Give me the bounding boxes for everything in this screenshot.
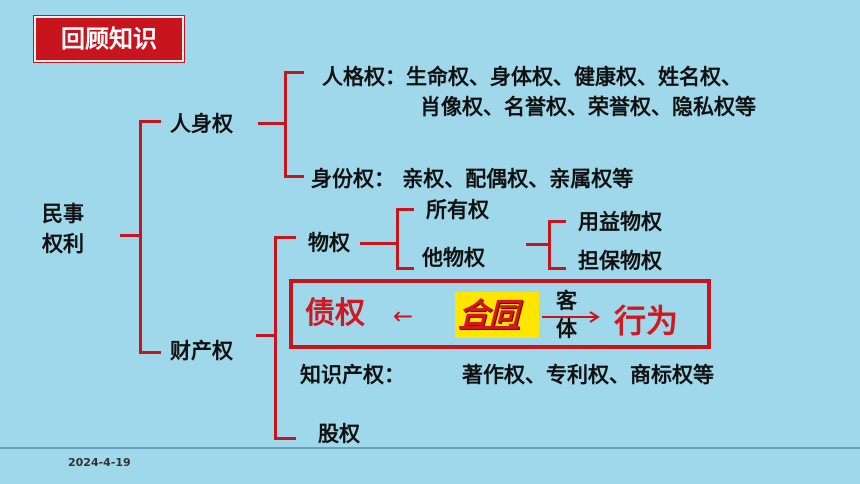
personal-bracket-vertical [284, 71, 287, 178]
contract-highlight [455, 292, 539, 338]
other-real-right-label: 他物权 [422, 246, 485, 270]
real-right-bracket-vertical [396, 208, 399, 270]
root-bracket-bottom [139, 351, 161, 354]
real-right-label: 物权 [308, 231, 350, 255]
property-rights-label: 财产权 [170, 339, 233, 363]
creditor-rights-frame [289, 279, 711, 349]
object-label-top: 客 [556, 289, 577, 313]
personal-rights-label: 人身权 [170, 112, 233, 136]
security-right-label: 担保物权 [578, 249, 662, 273]
other-real-bracket-vertical [548, 220, 551, 270]
other-real-bracket-bottom [548, 267, 566, 270]
ip-rights-label: 知识产权： [300, 363, 405, 387]
real-right-bracket-top [396, 208, 414, 211]
contract-label: 合同 [459, 297, 519, 332]
left-arrow: ← [393, 302, 414, 330]
personal-stem [258, 122, 286, 125]
other-real-bracket-top [548, 220, 566, 223]
property-bracket-top [274, 236, 296, 239]
page-title: 回顾知识 [34, 16, 184, 62]
personal-bracket-bottom [284, 175, 304, 178]
usufruct-label: 用益物权 [578, 210, 662, 234]
equity-label: 股权 [318, 422, 360, 446]
root-bracket-stem [120, 234, 140, 237]
act-label: 行为 [614, 302, 679, 340]
other-real-stem [526, 243, 550, 246]
identity-rights: 身份权： 亲权、配偶权、亲属权等 [311, 167, 634, 191]
right-arrow [542, 311, 600, 323]
ownership-label: 所有权 [426, 198, 489, 222]
real-right-stem [360, 242, 398, 245]
property-stem [256, 334, 276, 337]
root-bracket-vertical [139, 120, 142, 354]
creditor-right-label: 债权 [305, 296, 365, 331]
footer-divider [0, 447, 860, 449]
real-right-bracket-bottom [396, 267, 414, 270]
personality-rights-line-1: 人格权：生命权、身体权、健康权、姓名权、 [322, 65, 742, 89]
personality-rights-line-2: 肖像权、名誉权、荣誉权、隐私权等 [420, 95, 756, 119]
root-line-1: 民事 [42, 202, 84, 226]
root-line-2: 权利 [42, 232, 84, 256]
object-label-bottom: 体 [556, 317, 577, 341]
personal-bracket-top [284, 71, 304, 74]
property-bracket-bottom [274, 437, 296, 440]
date-label: 2024-4-19 [68, 456, 131, 469]
property-bracket-vertical [274, 236, 277, 440]
root-bracket-top [139, 120, 161, 123]
ip-rights-items: 著作权、专利权、商标权等 [462, 363, 714, 387]
